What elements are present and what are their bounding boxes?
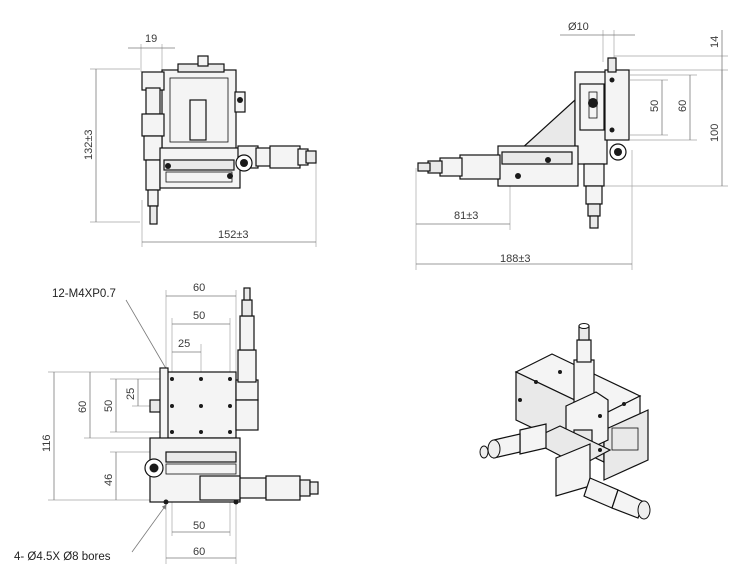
dim-188: 188±3	[500, 253, 531, 265]
dim-152: 152±3	[218, 229, 249, 241]
dim-50: 50	[649, 100, 661, 112]
dim-left-60: 60	[77, 401, 89, 413]
dim-19: 19	[145, 33, 157, 45]
isometric-view	[479, 323, 651, 520]
dim-left-116: 116	[41, 434, 53, 452]
dim-left-25: 25	[125, 388, 137, 400]
dim-bottom-60: 60	[193, 546, 205, 558]
side-view-left: 19 132±3 152±3	[83, 33, 317, 247]
dim-14: 14	[709, 36, 721, 48]
top-view: 60 50 25 116 60 50 25 46 50 60	[14, 282, 319, 564]
dim-bottom-50: 50	[193, 520, 205, 532]
dim-132: 132±3	[83, 129, 95, 160]
callout-threads: 12-M4XP0.7	[52, 288, 116, 300]
dim-dia10: Ø10	[568, 21, 589, 33]
dim-left-50: 50	[103, 400, 115, 412]
dim-81: 81±3	[454, 210, 478, 222]
dim-100: 100	[709, 124, 721, 142]
dim-top-25: 25	[178, 338, 190, 350]
dim-top-50: 50	[193, 310, 205, 322]
callout-bores: 4- Ø4.5X Ø8 bores	[14, 551, 111, 563]
dim-top-60: 60	[193, 282, 205, 294]
dim-60: 60	[677, 100, 689, 112]
dim-left-46: 46	[103, 474, 115, 486]
side-view-right: Ø10 14 50 60 100 81±3 188±3	[415, 21, 728, 270]
